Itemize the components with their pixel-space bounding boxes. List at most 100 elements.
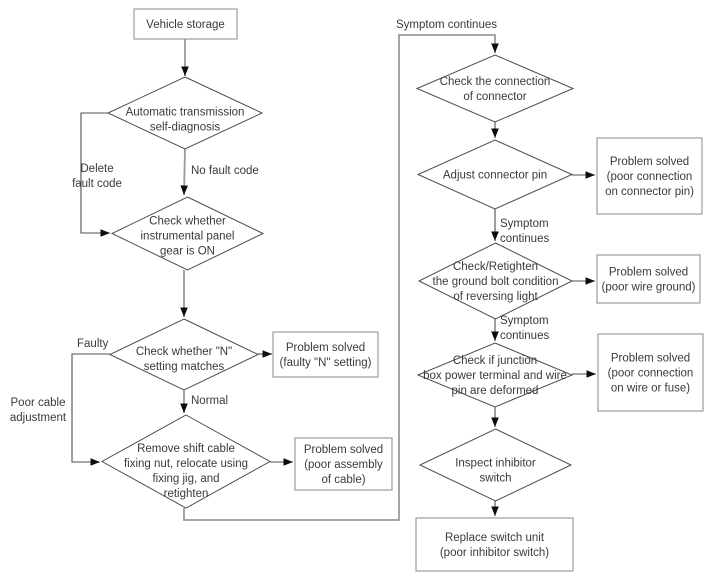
arrowhead-icon: [90, 458, 100, 466]
node-shape-rect: [133, 8, 238, 40]
edge-inspect-to-replace: [491, 501, 499, 516]
node-label: Check/Retighten: [453, 261, 538, 273]
node-shape-rect: [596, 137, 703, 215]
edge-line: [80, 112, 110, 234]
node-label: pin are deformed: [452, 385, 539, 397]
node-label: Remove shift cable: [137, 443, 235, 455]
label-text: Faulty: [77, 338, 109, 350]
node-label: Problem solved: [286, 342, 365, 354]
node-remove-shift-cable: Remove shift cable fixing nut, relocate u…: [100, 414, 272, 509]
node-label: of connector: [463, 91, 526, 103]
node-label: switch: [480, 473, 512, 485]
arrowhead-icon: [180, 307, 188, 317]
arrowhead-icon: [100, 229, 110, 237]
label-text: fault code: [72, 178, 122, 190]
edge-line: [71, 353, 110, 463]
arrowhead-icon: [180, 403, 188, 413]
node-label: Problem solved: [304, 444, 383, 456]
node-adjust-connector-pin: Adjust connector pin: [416, 139, 574, 210]
node-label: (poor assembly: [304, 459, 383, 471]
edge-removecable-to-solved-cable: [270, 458, 293, 466]
edge-line: [183, 34, 496, 521]
node-label: retighten: [164, 488, 209, 500]
node-problem-solved-connector-pin: Problem solved (poor connection on connect…: [596, 137, 703, 215]
label-text: No fault code: [191, 165, 259, 177]
edge-nsetting-to-solved-n: [258, 350, 272, 358]
node-label: (poor connection: [608, 368, 694, 380]
arrowhead-icon: [585, 277, 595, 285]
node-label: (faulty "N" setting): [280, 357, 372, 369]
label-text: Normal: [191, 395, 228, 407]
node-shape-diamond: [418, 428, 573, 502]
label-faulty: Faulty: [77, 338, 109, 350]
node-label: gear is ON: [160, 246, 215, 258]
edge-symptom-continues-long-path: [183, 34, 499, 521]
node-inspect-inhibitor-switch: Inspect inhibitor switch: [418, 428, 573, 502]
node-label: (poor wire ground): [602, 282, 696, 294]
node-shape-diamond: [416, 342, 574, 408]
node-label: box power terminal and wire: [423, 370, 567, 382]
node-shape-diamond: [110, 196, 265, 271]
node-label: (poor inhibitor switch): [440, 547, 549, 559]
edge-nsetting-to-removecable: [180, 390, 188, 413]
arrowhead-icon: [491, 417, 499, 427]
arrowhead-icon: [491, 231, 499, 241]
node-problem-solved-wire-ground: Problem solved (poor wire ground): [596, 254, 701, 304]
label-text: continues: [500, 233, 549, 245]
node-problem-solved-n-setting: Problem solved (faulty "N" setting): [272, 331, 379, 378]
edge-panelgear-to-nsetting: [180, 270, 188, 317]
node-label: Check whether "N": [136, 346, 232, 358]
node-label: fixing nut, relocate using: [124, 458, 248, 470]
node-label: Check whether: [149, 216, 226, 228]
node-label: Check if junction: [453, 355, 537, 367]
edge-connection-to-adjustpin: [491, 122, 499, 138]
label-text: Delete: [80, 163, 113, 175]
edge-selfdiag-to-panelgear: [180, 148, 189, 196]
label-text: continues: [500, 330, 549, 342]
arrowhead-icon: [491, 331, 499, 341]
node-label: Inspect inhibitor: [455, 458, 536, 470]
node-label: Problem solved: [609, 267, 688, 279]
node-label: (poor connection: [607, 171, 693, 183]
node-replace-switch-unit: Replace switch unit (poor inhibitor switc…: [415, 517, 574, 572]
node-shape-diamond: [417, 242, 574, 320]
arrowhead-icon: [491, 43, 499, 53]
node-problem-solved-cable: Problem solved (poor assembly of cable): [294, 437, 393, 491]
node-label: fixing jig, and: [152, 473, 219, 485]
node-label: Replace switch unit: [445, 532, 545, 544]
label-normal: Normal: [191, 395, 228, 407]
edge-delete-fault-code-loop: [80, 112, 110, 237]
arrowhead-icon: [585, 171, 595, 179]
node-label: Automatic transmission: [126, 107, 245, 119]
label-symptom-continues-top: Symptom continues: [396, 19, 497, 31]
label-no-fault-code: No fault code: [191, 165, 259, 177]
node-shape-rect: [272, 331, 379, 378]
edge-groundbolt-to-junction: [491, 319, 499, 341]
node-label: Vehicle storage: [146, 19, 225, 31]
node-shape-diamond: [106, 76, 264, 150]
label-text: Symptom continues: [396, 19, 497, 31]
node-label: Check the connection: [440, 76, 551, 88]
edge-adjustpin-to-solved-pin: [572, 171, 595, 179]
edge-junction-to-solved-fuse: [572, 370, 596, 378]
node-label: of reversing light: [453, 291, 538, 303]
node-check-n-setting: Check whether "N"setting matches: [108, 318, 260, 391]
label-text: Poor cable: [11, 397, 66, 409]
node-label: the ground bolt condition: [433, 276, 559, 288]
node-label: on connector pin): [605, 186, 694, 198]
node-vehicle-storage: Vehicle storage: [133, 8, 238, 40]
node-shape-diamond: [100, 414, 272, 509]
arrowhead-icon: [491, 506, 499, 516]
node-shape-diamond: [108, 318, 260, 391]
node-check-ground-bolt: Check/Retighten the ground bolt condition…: [417, 242, 574, 320]
node-label: self-diagnosis: [150, 122, 221, 134]
node-label: Problem solved: [610, 156, 689, 168]
node-label: of cable): [321, 474, 365, 486]
